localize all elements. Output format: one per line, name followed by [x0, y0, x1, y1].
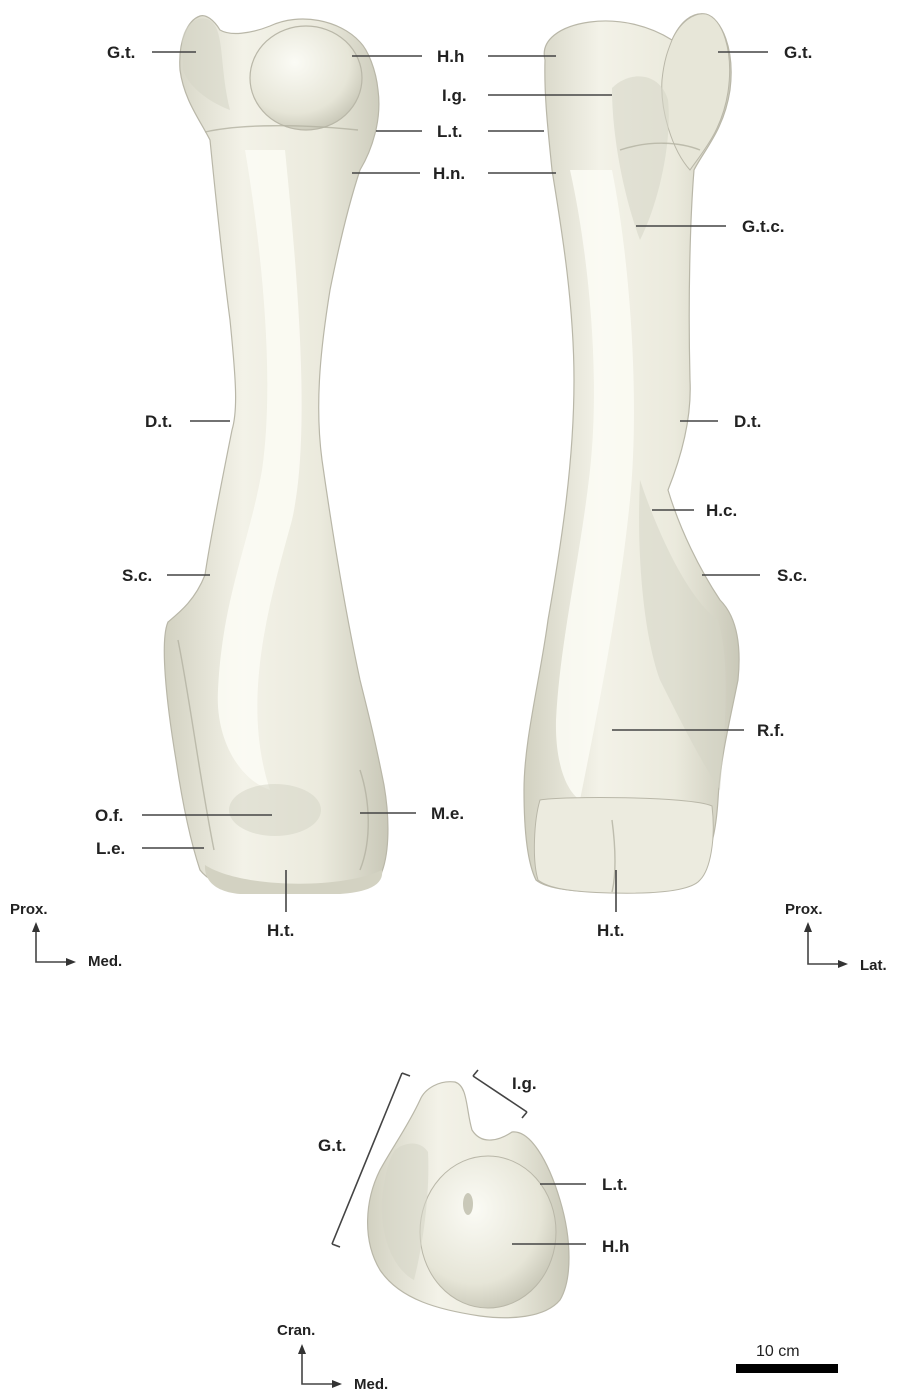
right-label-ig: I.g. — [442, 86, 467, 105]
right-humerus-view — [524, 14, 739, 893]
bottom-label-gt: G.t. — [318, 1136, 346, 1155]
left-axis-up-arrow — [32, 922, 40, 932]
right-label-hn: H.n. — [437, 164, 469, 183]
left-axis-side-arrow — [66, 958, 76, 966]
bottom-label-lt: L.t. — [602, 1175, 628, 1194]
left-label-ht: H.t. — [267, 921, 294, 940]
left-label-gt: G.t. — [107, 43, 135, 62]
bottom-label-hh: H.h — [602, 1237, 629, 1256]
right-axis-side-arrow — [838, 960, 848, 968]
right-orientation-axes: Prox. Lat. — [785, 901, 887, 974]
left-axis-up-label: Prox. — [10, 901, 48, 918]
right-label-rf: R.f. — [757, 721, 784, 740]
right-label-dt: D.t. — [734, 412, 761, 431]
right-label-lt: L.t. — [437, 122, 463, 141]
right-label-ht: H.t. — [597, 921, 624, 940]
left-label-dt: D.t. — [145, 412, 172, 431]
scale-bar-rect — [736, 1364, 838, 1373]
left-label-me: M.e. — [431, 804, 464, 823]
left-axis-lines — [36, 928, 70, 962]
scale-bar-label: 10 cm — [756, 1343, 800, 1360]
bottom-axis-side-label: Med. — [354, 1376, 388, 1392]
left-label-of: O.f. — [95, 806, 123, 825]
bottom-axis-side-arrow — [332, 1380, 342, 1388]
scale-bar: 10 cm — [736, 1343, 838, 1373]
right-axis-up-arrow — [804, 922, 812, 932]
left-label-le: L.e. — [96, 839, 125, 858]
bottom-axis-up-arrow — [298, 1344, 306, 1354]
right-label-gt: G.t. — [784, 43, 812, 62]
right-label-hc: H.c. — [706, 501, 737, 520]
proximal-humeral-head-shape — [420, 1156, 556, 1308]
right-label-sc: S.c. — [777, 566, 807, 585]
left-orientation-axes: Prox. Med. — [10, 901, 122, 970]
left-humeral-head-shape — [250, 26, 362, 130]
right-axis-side-label: Lat. — [860, 957, 887, 974]
right-axis-up-label: Prox. — [785, 901, 823, 918]
right-label-hh: H.h — [437, 47, 464, 66]
left-olecranon-fossa-shape — [229, 784, 321, 836]
bottom-label-ig: I.g. — [512, 1074, 537, 1093]
proximal-view — [368, 1082, 569, 1318]
right-label-gtc: G.t.c. — [742, 217, 785, 236]
proximal-foramen-shape — [463, 1193, 473, 1215]
bottom-orientation-axes: Cran. Med. — [277, 1322, 388, 1392]
left-label-sc: S.c. — [122, 566, 152, 585]
bottom-axis-lines — [302, 1350, 336, 1384]
right-axis-lines — [808, 928, 842, 964]
left-humerus-view — [164, 16, 388, 894]
bottom-axis-up-label: Cran. — [277, 1322, 315, 1339]
left-axis-side-label: Med. — [88, 953, 122, 970]
right-distal-condyle-shape — [534, 798, 713, 894]
